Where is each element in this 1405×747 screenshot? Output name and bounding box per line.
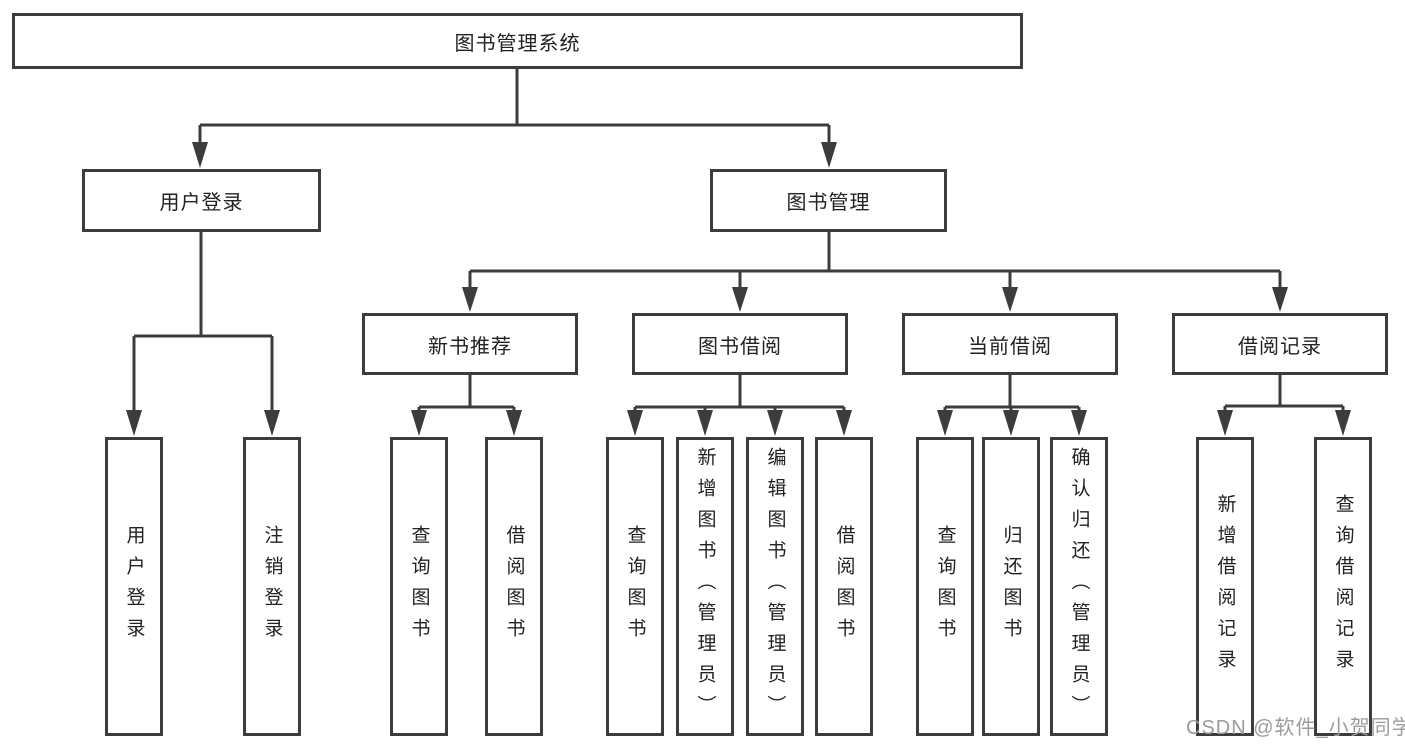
leaf-query-books-current: 查询图书 <box>916 437 974 736</box>
connector-records-branch <box>1223 375 1345 414</box>
leaf-borrow-books-recommend: 借阅图书 <box>485 437 543 736</box>
leaf-edit-book-admin-label: 编辑图书（管理员） <box>764 447 786 726</box>
connector-borrow-branch <box>633 375 846 414</box>
connector-recommend-branch <box>417 375 516 414</box>
arrowheads-level2 <box>192 142 837 168</box>
connector-root-to-level2 <box>198 69 831 146</box>
node-current-borrowing: 当前借阅 <box>902 313 1118 375</box>
leaf-user-login: 用户登录 <box>105 437 163 736</box>
node-book-borrowing-label: 图书借阅 <box>698 335 782 358</box>
leaf-add-borrow-record-label: 新增借阅记录 <box>1214 493 1236 680</box>
leaf-edit-book-admin: 编辑图书（管理员） <box>746 437 804 736</box>
leaf-return-books: 归还图书 <box>982 437 1040 736</box>
leaf-borrow-books-borrow-label: 借阅图书 <box>833 524 855 649</box>
node-user-login-label: 用户登录 <box>159 192 244 214</box>
leaf-query-books-recommend-label: 查询图书 <box>408 524 430 649</box>
leaf-add-borrow-record: 新增借阅记录 <box>1196 437 1254 736</box>
node-new-book-recommendation: 新书推荐 <box>362 313 578 375</box>
node-root-label: 图书管理系统 <box>454 32 581 55</box>
leaf-query-books-borrow-label: 查询图书 <box>624 524 646 649</box>
leaf-query-borrow-record: 查询借阅记录 <box>1314 437 1372 736</box>
node-book-borrowing: 图书借阅 <box>632 313 848 375</box>
node-borrowing-records-label: 借阅记录 <box>1238 335 1322 358</box>
leaf-logout-label: 注销登录 <box>261 524 283 649</box>
connector-mgmt-to-level3 <box>468 232 1282 292</box>
connector-login-branch <box>132 232 274 414</box>
leaf-borrow-books-borrow: 借阅图书 <box>815 437 873 736</box>
leaf-confirm-return-admin: 确认归还（管理员） <box>1050 437 1108 736</box>
leaf-confirm-return-admin-label: 确认归还（管理员） <box>1068 447 1090 726</box>
node-borrowing-records: 借阅记录 <box>1172 313 1388 375</box>
leaf-query-books-current-label: 查询图书 <box>934 524 956 649</box>
leaf-query-books-recommend: 查询图书 <box>390 437 448 736</box>
leaf-user-login-label: 用户登录 <box>123 524 145 649</box>
node-current-borrowing-label: 当前借阅 <box>968 335 1052 358</box>
node-user-login: 用户登录 <box>82 169 321 232</box>
node-book-management-label: 图书管理 <box>786 192 871 214</box>
leaf-add-book-admin-label: 新增图书（管理员） <box>694 447 716 726</box>
node-book-management: 图书管理 <box>710 169 947 232</box>
leaf-logout: 注销登录 <box>243 437 301 736</box>
leaf-add-book-admin: 新增图书（管理员） <box>676 437 734 736</box>
node-root: 图书管理系统 <box>12 13 1023 69</box>
arrowheads-leaves <box>411 410 1351 436</box>
connector-current-branch <box>943 375 1081 414</box>
leaf-query-books-borrow: 查询图书 <box>606 437 664 736</box>
arrowheads-login-branch <box>126 410 280 436</box>
leaf-borrow-books-recommend-label: 借阅图书 <box>503 524 525 649</box>
leaf-return-books-label: 归还图书 <box>1000 524 1022 649</box>
node-new-book-recommendation-label: 新书推荐 <box>428 335 512 358</box>
watermark: CSDN @软件_小贺同学 <box>1186 717 1405 739</box>
leaf-query-borrow-record-label: 查询借阅记录 <box>1332 493 1354 680</box>
arrowheads-level3 <box>462 287 1288 312</box>
